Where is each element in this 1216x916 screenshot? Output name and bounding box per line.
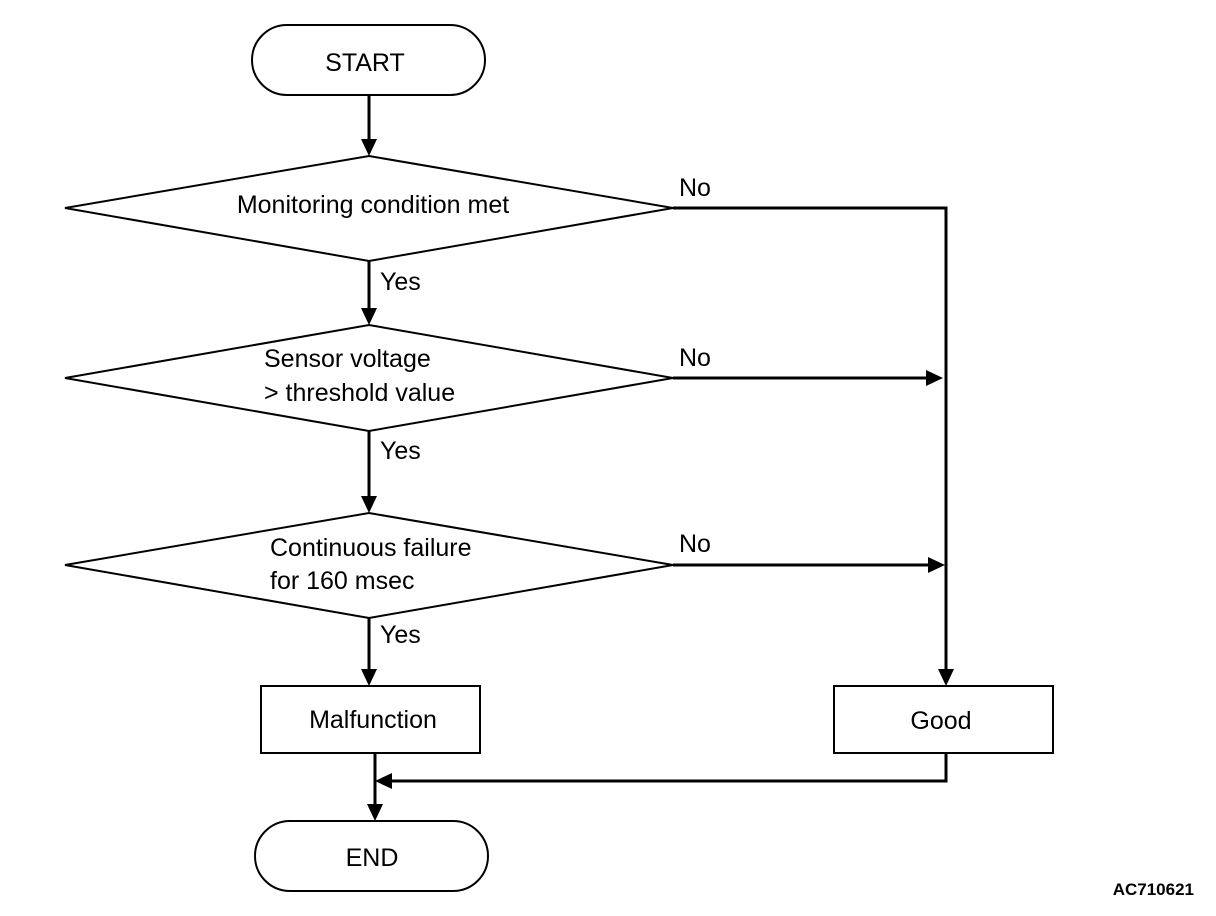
decision-continuous-failure — [64, 511, 674, 620]
arrowhead-merge — [375, 773, 392, 789]
decision-3-line-1: Continuous failure — [270, 534, 472, 562]
decision-1-label: Monitoring condition met — [237, 191, 509, 219]
malfunction-label: Malfunction — [309, 706, 437, 734]
end-terminator — [254, 820, 489, 892]
decision-3-no-label: No — [679, 530, 711, 558]
arrowhead-malfunction — [361, 669, 377, 686]
arrowhead-decision-3-no — [928, 557, 945, 573]
arrowhead-end — [367, 804, 383, 821]
arrowhead-decision-2 — [361, 308, 377, 325]
decision-2-yes-label: Yes — [380, 437, 421, 465]
figure-code: AC710621 — [1113, 880, 1194, 899]
decision-2-line-2: > threshold value — [264, 379, 455, 407]
decision-3-yes-label: Yes — [380, 621, 421, 649]
good-label: Good — [910, 707, 971, 735]
arrowhead-decision-3 — [361, 496, 377, 513]
decision-2-no-label: No — [679, 344, 711, 372]
connector-good-to-end — [392, 753, 948, 783]
malfunction-box — [260, 685, 481, 754]
decision-2-line-1: Sensor voltage — [264, 345, 431, 373]
decision-3-line-2: for 160 msec — [270, 567, 415, 595]
start-label: START — [325, 49, 405, 77]
decision-1-yes-label: Yes — [380, 268, 421, 296]
arrowhead-good — [938, 669, 954, 686]
arrowhead-decision-2-no — [926, 370, 943, 386]
end-label: END — [346, 844, 399, 872]
connector-no-to-good — [673, 206, 948, 669]
good-box — [833, 685, 1054, 754]
decision-sensor-voltage — [64, 323, 674, 433]
decision-1-no-label: No — [679, 174, 711, 202]
arrowhead-decision-1 — [361, 139, 377, 156]
